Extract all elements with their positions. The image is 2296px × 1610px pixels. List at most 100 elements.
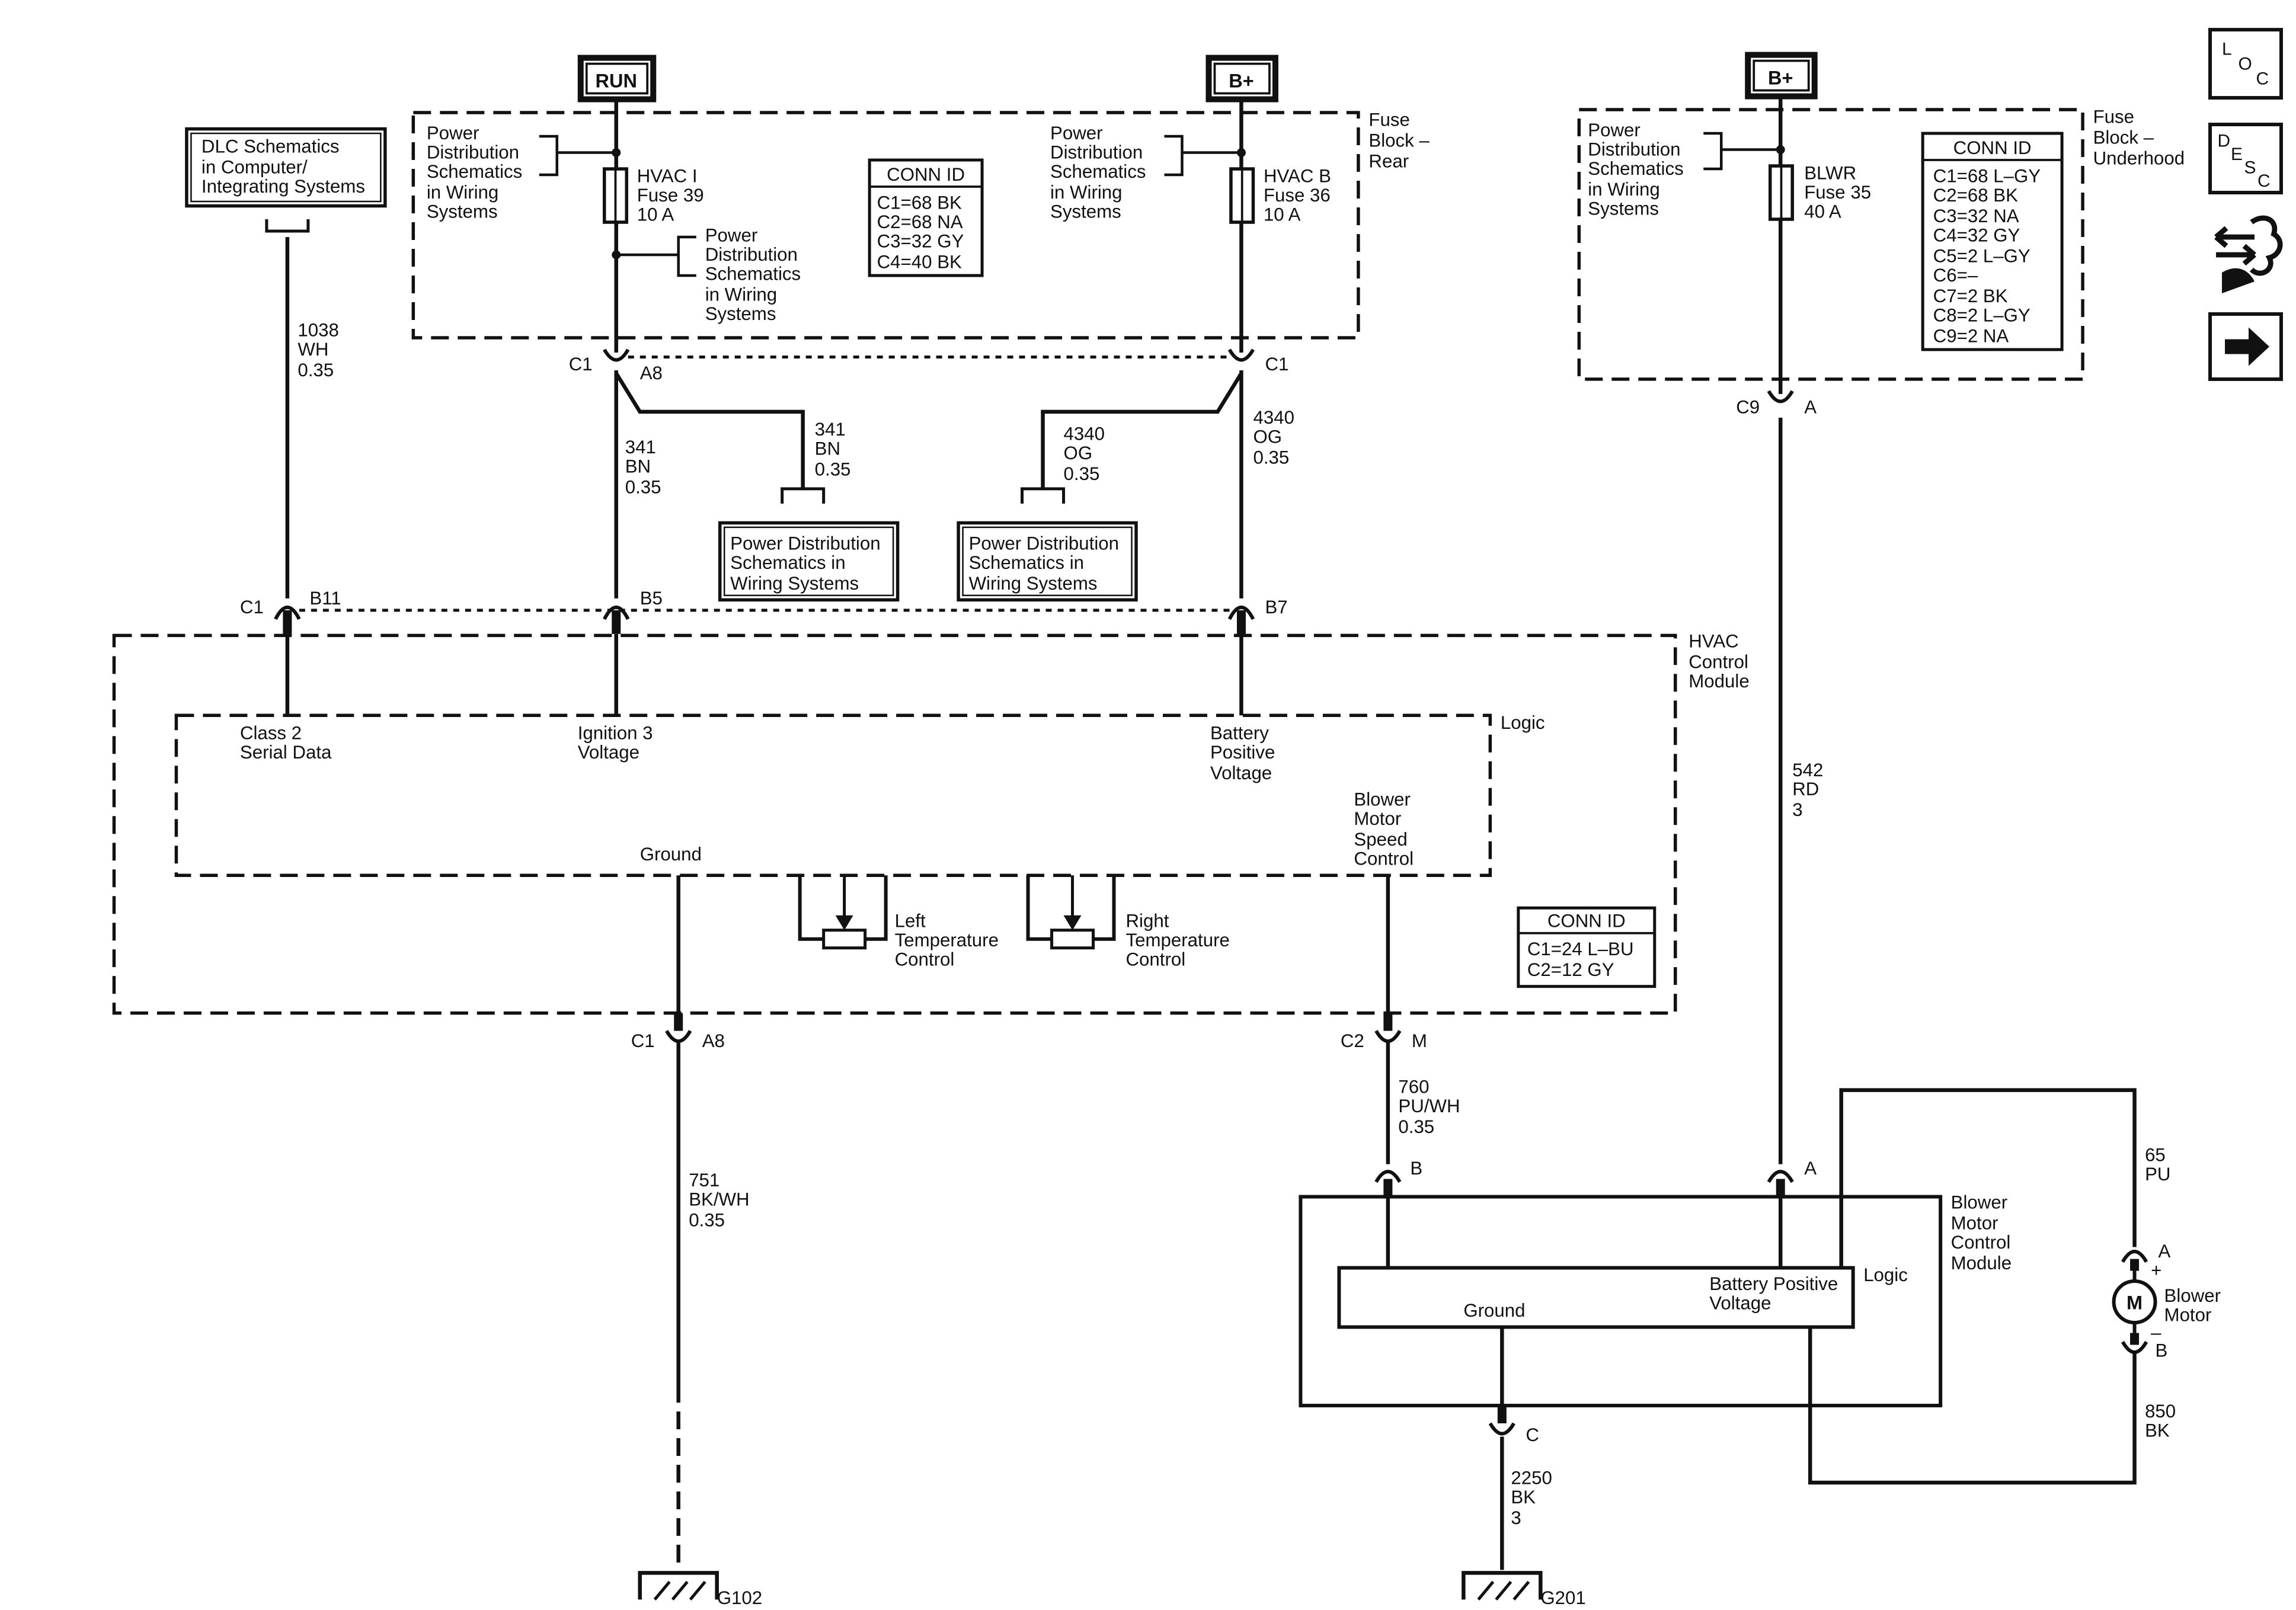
svg-text:4340: 4340 <box>1064 423 1105 444</box>
svg-text:BLWR: BLWR <box>1804 163 1856 184</box>
svg-text:C1=68 BK: C1=68 BK <box>877 193 962 213</box>
svg-text:O: O <box>2239 55 2252 74</box>
svg-text:RD: RD <box>1792 779 1819 799</box>
svg-text:C9: C9 <box>1736 396 1760 417</box>
svg-text:0.35: 0.35 <box>298 360 334 380</box>
svg-text:C1: C1 <box>631 1030 655 1051</box>
svg-text:CONN ID: CONN ID <box>1547 911 1626 932</box>
svg-text:3: 3 <box>1792 799 1802 820</box>
svg-text:C4=40 BK: C4=40 BK <box>877 251 962 272</box>
fuse-hvac-i: HVAC I Fuse 39 10 A <box>602 166 704 225</box>
loc-icon[interactable]: L O C <box>2208 28 2284 100</box>
wire-label-4340b: 4340 OG 0.35 <box>1253 407 1294 468</box>
wire-label-850: 850 BK <box>2145 1401 2176 1441</box>
svg-text:Integrating Systems: Integrating Systems <box>202 176 365 197</box>
svg-text:–: – <box>2151 1323 2161 1343</box>
wire-label-751: 751 BK/WH 0.35 <box>689 1170 749 1230</box>
svg-text:A8: A8 <box>702 1030 725 1051</box>
svg-text:E: E <box>2231 145 2243 164</box>
svg-text:850: 850 <box>2145 1401 2176 1422</box>
svg-text:BK: BK <box>1511 1487 1536 1507</box>
svg-text:Systems: Systems <box>1588 199 1659 219</box>
blower-motor: M A + – B Blower Motor <box>2112 1241 2221 1361</box>
svg-text:PU: PU <box>2145 1164 2170 1185</box>
svg-text:Blower: Blower <box>2164 1285 2221 1306</box>
svg-text:B11: B11 <box>309 588 341 609</box>
svg-text:Schematics: Schematics <box>1588 158 1683 179</box>
splice-node-3 <box>1236 148 1246 158</box>
desc-icon[interactable]: D E S C <box>2208 123 2284 195</box>
svg-text:in Wiring: in Wiring <box>1588 179 1660 200</box>
svg-text:C8=2 L–GY: C8=2 L–GY <box>1933 305 2030 325</box>
svg-text:Ground: Ground <box>1463 1300 1525 1321</box>
svg-text:S: S <box>2244 158 2256 178</box>
svg-text:4340: 4340 <box>1253 407 1294 428</box>
svg-text:Right: Right <box>1126 911 1169 932</box>
svg-text:2250: 2250 <box>1511 1467 1552 1488</box>
bplus-rear-power-label: B+ <box>1205 55 1278 103</box>
svg-text:Motor: Motor <box>1354 808 1401 829</box>
power-distribution-box-left[interactable]: Power Distribution Schematics in Wiring … <box>718 487 900 602</box>
svg-text:B5: B5 <box>640 588 663 609</box>
svg-text:Motor: Motor <box>2164 1305 2212 1326</box>
svg-text:G102: G102 <box>717 1587 762 1608</box>
svg-text:WH: WH <box>298 339 328 360</box>
svg-text:L: L <box>2222 40 2232 59</box>
svg-text:C: C <box>1526 1425 1539 1445</box>
power-distribution-ref-1: Power Distribution Schematics in Wiring … <box>427 123 615 222</box>
wire-label-4340a: 4340 OG 0.35 <box>1064 423 1105 484</box>
dlc-schematics-box[interactable]: DLC Schematics in Computer/ Integrating … <box>185 127 387 233</box>
svg-text:A: A <box>1804 396 1817 417</box>
svg-text:in Computer/: in Computer/ <box>202 157 308 178</box>
svg-text:D: D <box>2218 132 2231 151</box>
svg-text:3: 3 <box>1511 1507 1521 1528</box>
svg-text:C6=–: C6=– <box>1933 265 1978 286</box>
power-distribution-box-right[interactable]: Power Distribution Schematics in Wiring … <box>957 487 1138 602</box>
svg-text:Wiring Systems: Wiring Systems <box>969 573 1098 594</box>
svg-text:Systems: Systems <box>1050 201 1121 222</box>
svg-text:B: B <box>2156 1340 2168 1361</box>
connector-icon[interactable] <box>2214 215 2283 293</box>
svg-text:Systems: Systems <box>705 303 776 324</box>
svg-text:Power Distribution: Power Distribution <box>730 533 880 553</box>
svg-text:C1: C1 <box>240 597 264 617</box>
wiring-lines <box>285 96 1783 1164</box>
svg-text:341: 341 <box>625 437 656 457</box>
svg-text:C2: C2 <box>1341 1030 1364 1051</box>
svg-text:BK: BK <box>2145 1420 2170 1441</box>
svg-text:C1: C1 <box>1265 354 1288 375</box>
svg-text:in Wiring: in Wiring <box>427 182 499 203</box>
svg-text:Block –: Block – <box>2093 127 2154 148</box>
svg-text:C7=2 BK: C7=2 BK <box>1933 286 2008 306</box>
svg-text:C2=12 GY: C2=12 GY <box>1527 959 1614 980</box>
svg-text:760: 760 <box>1398 1077 1429 1097</box>
svg-text:Left: Left <box>895 911 926 932</box>
svg-text:Logic: Logic <box>1501 712 1545 733</box>
svg-text:Power: Power <box>705 225 758 245</box>
wire-label-341a: 341 BN 0.35 <box>625 437 661 497</box>
next-arrow-icon[interactable] <box>2208 312 2284 381</box>
splice-node-4 <box>1776 145 1785 155</box>
svg-text:in Wiring: in Wiring <box>705 284 777 305</box>
svg-text:0.35: 0.35 <box>625 476 661 497</box>
svg-text:Schematics in: Schematics in <box>969 552 1084 573</box>
splice-node-2 <box>612 250 621 260</box>
svg-text:Schematics: Schematics <box>427 161 522 182</box>
svg-text:Blower: Blower <box>1951 1192 2007 1213</box>
svg-text:Power: Power <box>1588 120 1641 140</box>
svg-text:BN: BN <box>625 456 651 476</box>
svg-text:CONN ID: CONN ID <box>887 164 965 185</box>
svg-text:Fuse 39: Fuse 39 <box>637 185 704 206</box>
fuse-block-underhood: Fuse Block – Underhood Power Distributio… <box>1577 107 2185 381</box>
wire-label-65: 65 PU <box>2145 1145 2170 1185</box>
svg-text:Blower: Blower <box>1354 789 1410 810</box>
svg-text:Voltage: Voltage <box>578 742 639 763</box>
svg-text:Control: Control <box>1689 651 1748 672</box>
svg-text:C1: C1 <box>569 354 593 375</box>
conn-id-table-underhood: CONN ID C1=68 L–GY C2=68 BK C3=32 NA C4=… <box>1921 132 2064 351</box>
svg-text:A: A <box>2159 1241 2171 1262</box>
svg-text:Ignition 3: Ignition 3 <box>578 722 653 743</box>
svg-text:Logic: Logic <box>1863 1265 1908 1285</box>
fuse-blwr: BLWR Fuse 35 40 A <box>1768 163 1871 222</box>
connector-c1-rear: C1 A8 C1 <box>569 348 1288 383</box>
